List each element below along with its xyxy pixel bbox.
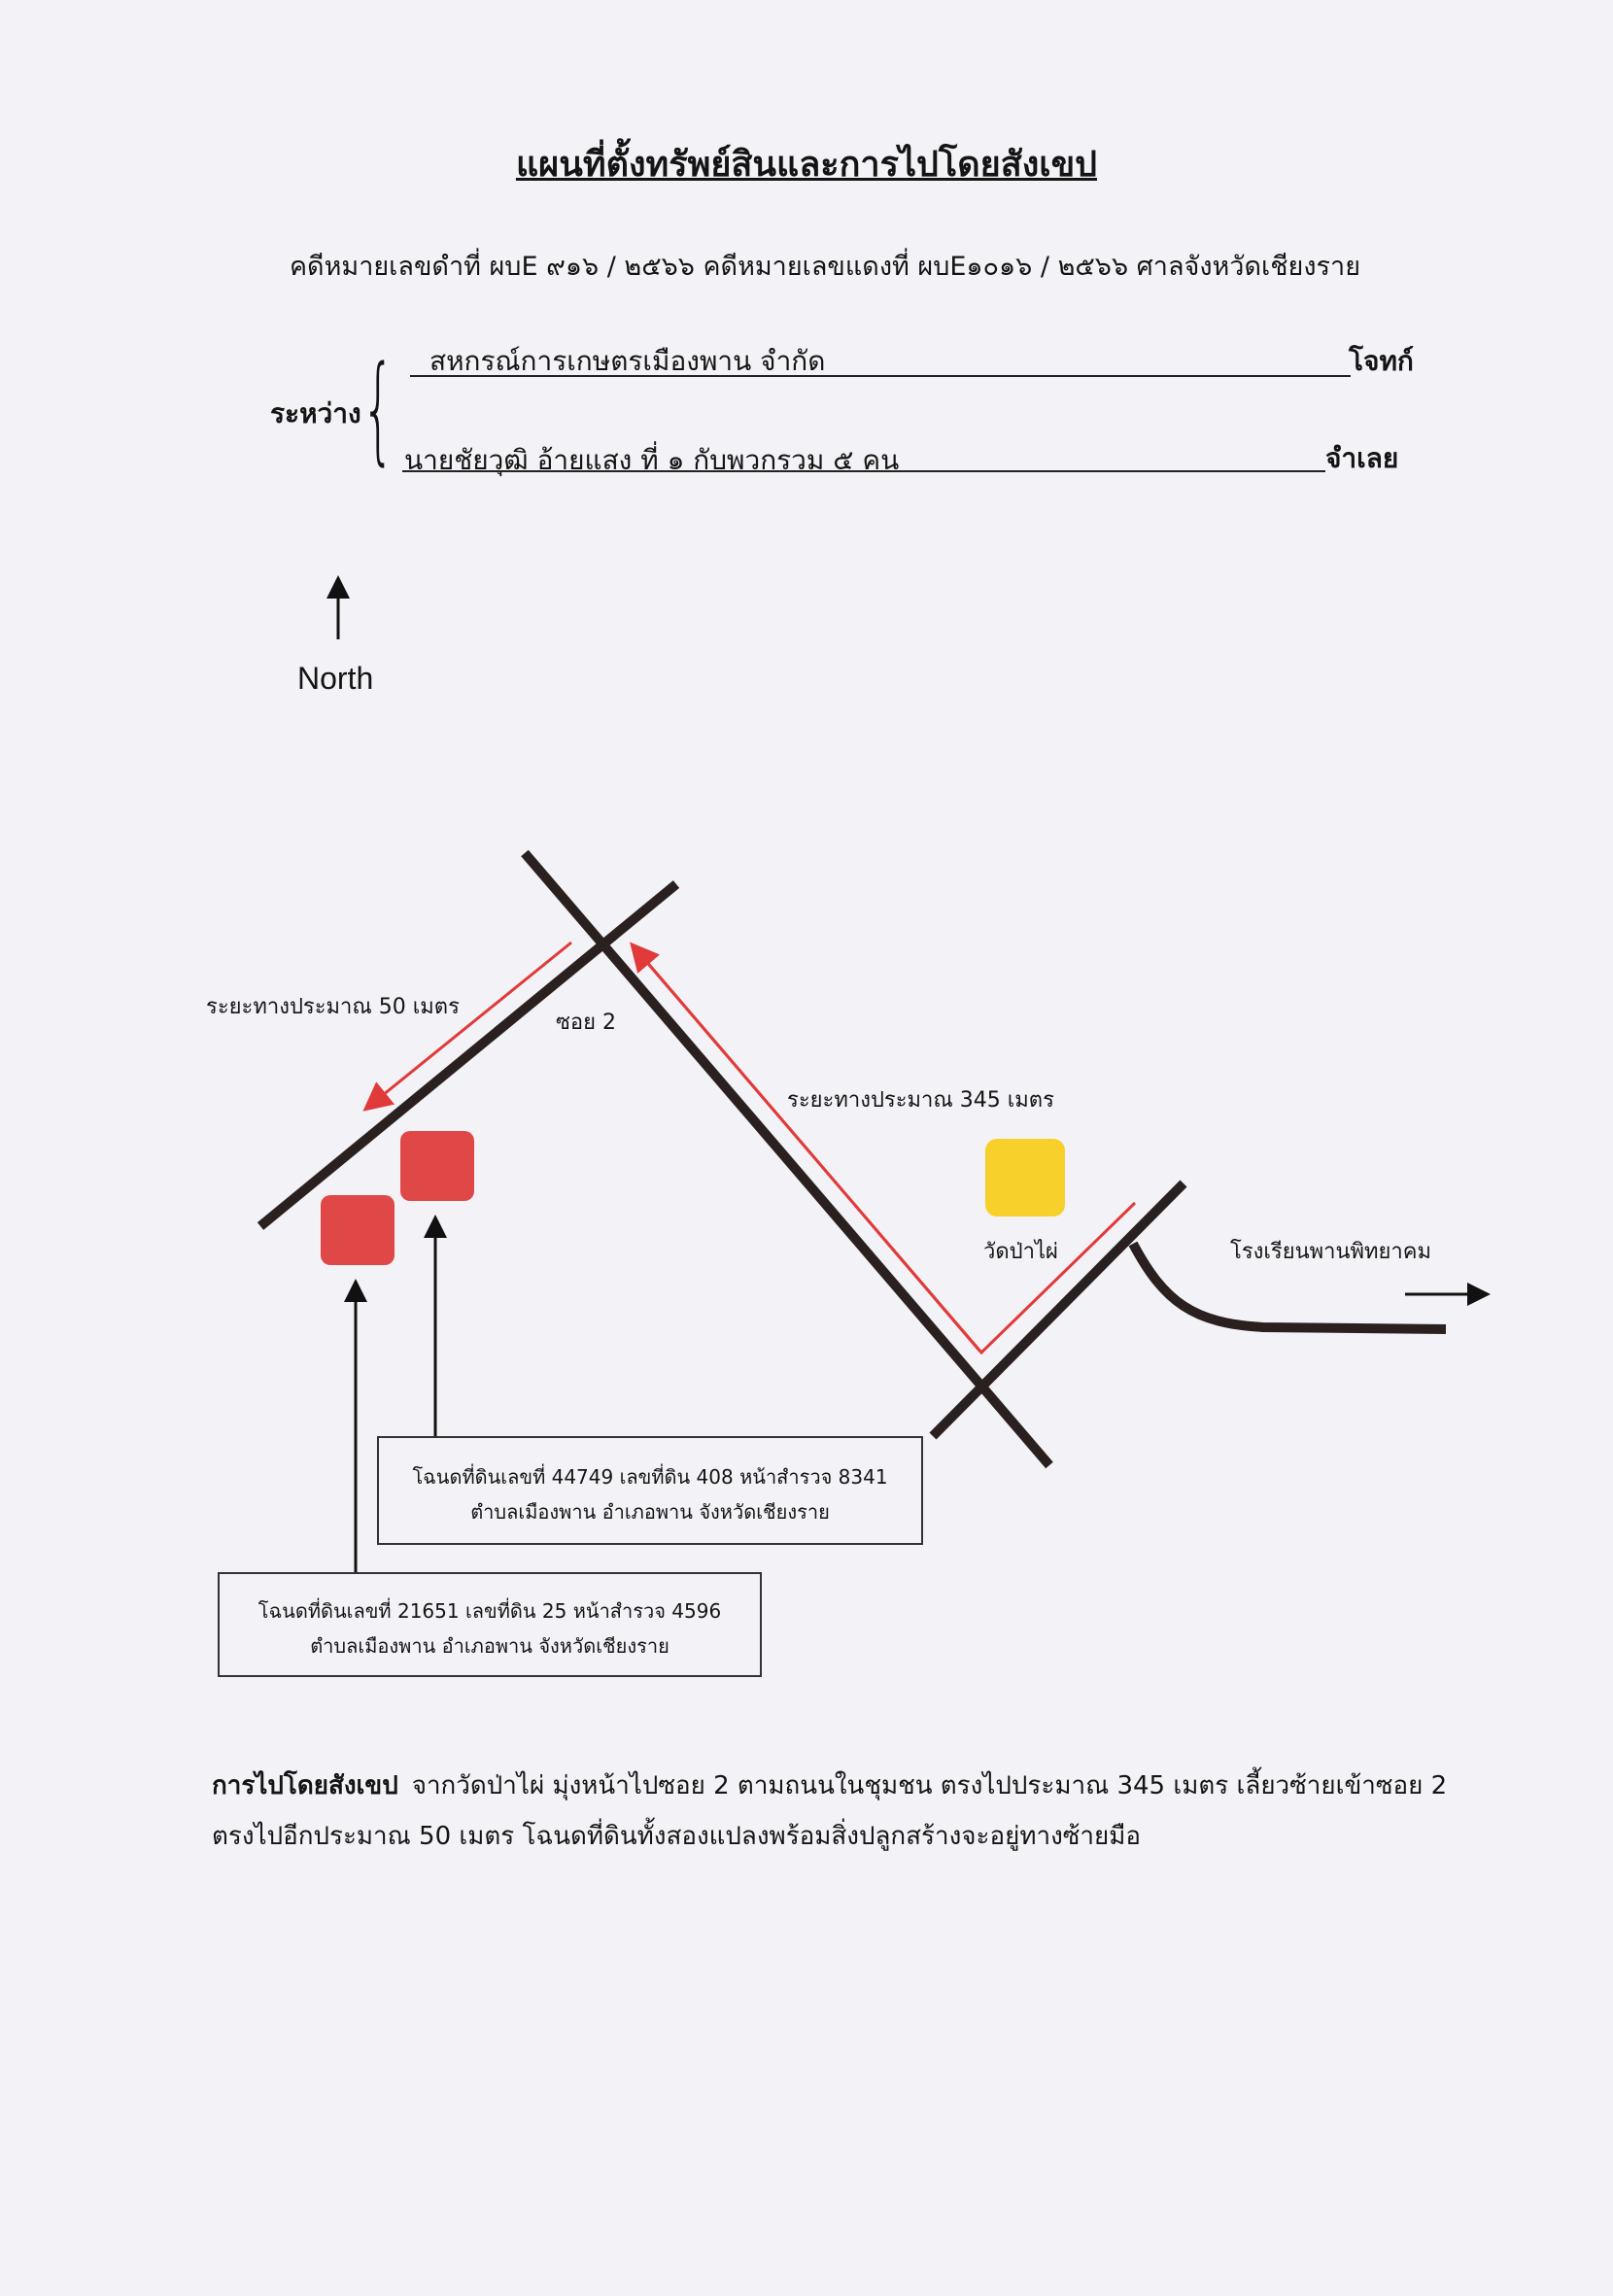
road-soi-2 (257, 880, 680, 1230)
deed-1-line-1: โฉนดที่ดินเลขที่ 44749 เลขที่ดิน 408 หน้… (412, 1465, 888, 1489)
plaintiff-rule (410, 375, 1351, 377)
directions-text: จากวัดป่าไผ่ มุ่งหน้าไปซอย 2 ตามถนนในชุม… (212, 1771, 1448, 1851)
between-label: ระหว่าง (270, 397, 361, 429)
deed-1-line-2: ตำบลเมืองพาน อำเภอพาน จังหวัดเชียงราย (470, 1500, 830, 1524)
defendant-role: จำเลย (1325, 442, 1399, 474)
north-label: North (297, 661, 374, 696)
temple-marker (985, 1139, 1065, 1217)
defendant-name: นายชัยวุฒิ อ้ายแสง ที่ ๑ กับพวกรวม ๕ คน (404, 444, 900, 476)
property-marker-2 (321, 1195, 395, 1265)
directions-paragraph: การไปโดยสังเขปจากวัดป่าไผ่ มุ่งหน้าไปซอย… (212, 1761, 1475, 1862)
route-arrow-long-tip (630, 942, 981, 1352)
case-info: คดีหมายเลขดำที่ ผบE ๙๑๖ / ๒๕๖๖ คดีหมายเล… (290, 252, 1361, 282)
directions-heading: การไปโดยสังเขป (212, 1771, 398, 1800)
road-school (1128, 1241, 1447, 1334)
property-marker-1 (400, 1131, 474, 1201)
distance-short-label: ระยะทางประมาณ 50 เมตร (206, 995, 460, 1019)
road-main (521, 849, 1053, 1469)
plaintiff-name: สหกรณ์การเกษตรเมืองพาน จำกัด (429, 345, 826, 377)
distance-long-label: ระยะทางประมาณ 345 เมตร (787, 1088, 1054, 1113)
soi-label: ซอย 2 (556, 1011, 617, 1035)
deed-1-box: โฉนดที่ดินเลขที่ 44749 เลขที่ดิน 408 หน้… (377, 1436, 923, 1545)
page-title: แผนที่ตั้งทรัพย์สินและการไปโดยสังเขป (515, 145, 1098, 185)
brace-icon: { (361, 342, 395, 477)
deed-2-box: โฉนดที่ดินเลขที่ 21651 เลขที่ดิน 25 หน้า… (218, 1572, 762, 1677)
plaintiff-role: โจทก์ (1349, 345, 1414, 377)
temple-label: วัดป่าไผ่ (983, 1240, 1058, 1264)
school-label: โรงเรียนพานพิทยาคม (1230, 1240, 1432, 1264)
route-arrow-short (362, 941, 572, 1112)
road-temple (929, 1180, 1187, 1440)
deed-2-line-2: ตำบลเมืองพาน อำเภอพาน จังหวัดเชียงราย (310, 1634, 669, 1658)
defendant-rule (402, 470, 1325, 472)
deed-2-line-1: โฉนดที่ดินเลขที่ 21651 เลขที่ดิน 25 หน้า… (257, 1599, 722, 1623)
